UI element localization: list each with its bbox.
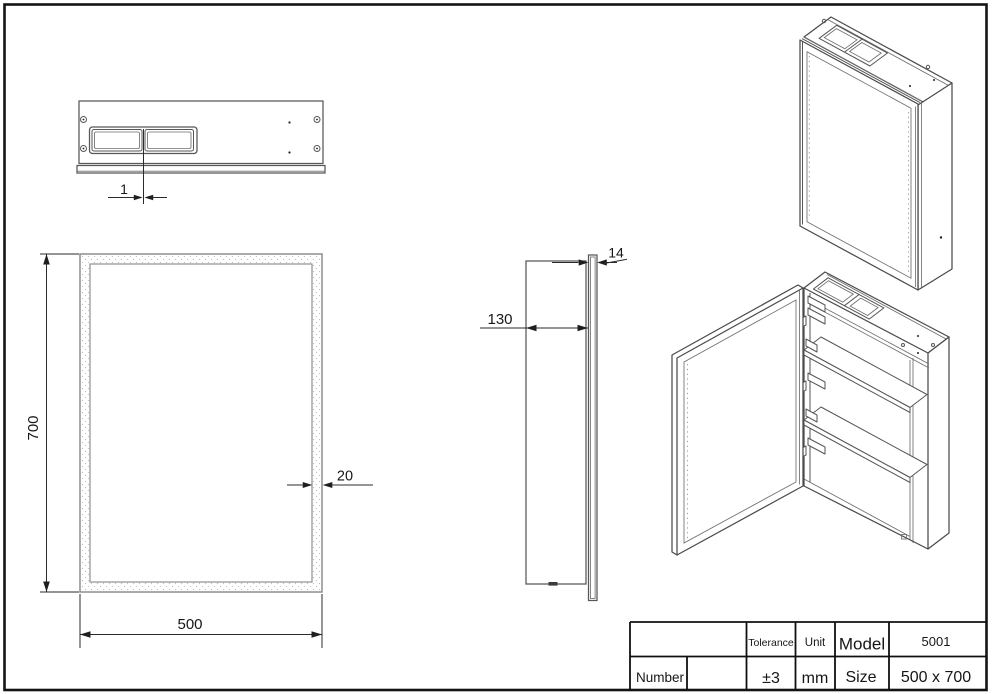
title-block-model-value: 5001 (922, 634, 951, 649)
dim-label-width: 500 (177, 616, 202, 633)
dim-label-gap: 1 (120, 181, 128, 197)
title-block-tolerance-value: ±3 (762, 670, 780, 687)
front-view: 700 500 20 (25, 253, 373, 648)
side-door (587, 254, 598, 602)
mirror-outline (89, 263, 313, 583)
dim-label-depth: 130 (487, 311, 512, 328)
closed-top-panel (818, 24, 888, 67)
dim-side-door: 14 (552, 245, 628, 266)
closed-right-face (917, 82, 953, 291)
dim-front-frame: 20 (287, 469, 373, 488)
side-bottom-detail (548, 582, 558, 586)
glass-shelf (803, 336, 928, 413)
top-view: 1 (76, 100, 326, 204)
dim-label-height: 700 (25, 415, 42, 440)
glass-shelf (803, 406, 928, 483)
dim-label-door: 14 (608, 245, 624, 261)
title-block-unit-value: mm (802, 670, 829, 687)
title-block: Tolerance Unit Model 5001 Number ±3 mm S… (629, 621, 987, 690)
dim-side-depth: 130 (480, 311, 588, 332)
title-block-unit-label: Unit (805, 637, 826, 649)
dim-label-frame: 20 (337, 469, 353, 485)
open-mirror-door (671, 284, 804, 556)
dim-top-gap: 1 (108, 129, 167, 204)
top-view-light-panels (88, 126, 198, 155)
open-right-face (927, 336, 950, 550)
title-block-size-value: 500 x 700 (901, 669, 971, 686)
side-view: 130 14 (480, 245, 628, 602)
iso-open-view (671, 271, 950, 556)
open-top-panel (812, 277, 885, 320)
title-block-model-label: Model (839, 635, 885, 654)
closed-mirror-door (799, 36, 923, 291)
title-block-size-label: Size (845, 669, 876, 686)
title-block-tolerance-label: Tolerance (748, 637, 794, 649)
dim-front-width: 500 (79, 594, 323, 648)
iso-closed-view (799, 16, 953, 291)
cabinet-outline (79, 253, 323, 593)
dim-front-height: 700 (25, 253, 79, 593)
screw-icons (80, 116, 321, 154)
title-block-number-label: Number (636, 670, 685, 685)
